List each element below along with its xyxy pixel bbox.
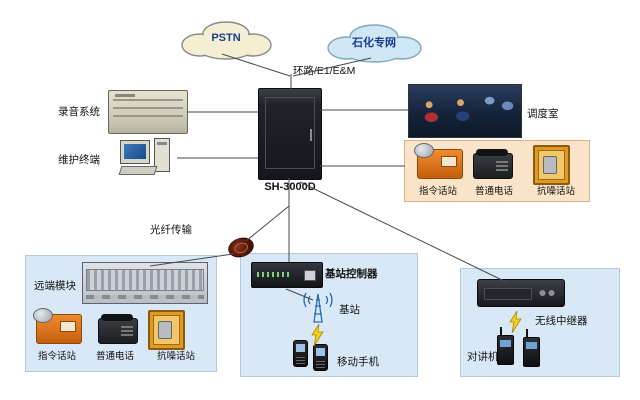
keyboard-icon: [118, 166, 158, 175]
station-label: 指令话站: [418, 186, 457, 197]
noiseproof-station-icon: [533, 145, 570, 185]
dispatch-room-photo: [408, 84, 522, 138]
pstn-cloud: PSTN: [176, 18, 276, 62]
petro-network-cloud-label: 石化专网: [352, 37, 396, 49]
recording-system-icon: [108, 90, 188, 134]
cloud-shape: [327, 24, 422, 63]
recording-system-label: 录音系统: [58, 106, 100, 118]
lightning-icon: [509, 311, 522, 333]
telephone-icon: [473, 149, 513, 179]
cloud-shape: [181, 21, 272, 60]
base-station-antenna-icon: [303, 292, 333, 323]
station-label: 普通电话: [474, 186, 513, 197]
pstn-cloud-label: PSTN: [211, 32, 241, 44]
mobile-phone-icon: [313, 344, 328, 371]
bs-controller-label: 基站控制器: [325, 268, 378, 280]
intercom-label: 对讲机: [467, 351, 499, 363]
remote-module-label: 远端模块: [34, 280, 76, 292]
telephone-icon: [98, 314, 138, 344]
bs-controller-icon: [251, 262, 323, 288]
maintenance-terminal-icon: [118, 138, 176, 182]
command-station-icon: [414, 143, 463, 179]
station-label: 普通电话: [95, 351, 134, 362]
tower-icon: [154, 138, 170, 172]
noiseproof-station-icon: [148, 310, 185, 350]
repeater-panel: 无线中继器 对讲机: [460, 268, 620, 377]
wireless-repeater-icon: [477, 279, 565, 307]
maintenance-terminal-label: 维护终端: [58, 154, 100, 166]
dispatch-stations-panel: 指令话站 普通电话 抗噪话站: [404, 140, 590, 202]
station-label: 抗噪话站: [536, 186, 575, 197]
station-label: 指令话站: [37, 351, 76, 362]
sh3000d-cabinet-icon: [258, 88, 322, 180]
base-station-panel: 基站控制器 基站 移动手机: [240, 253, 418, 377]
monitor-icon: [120, 140, 150, 164]
dispatch-room-label: 调度室: [527, 108, 559, 120]
walkie-talkie-icon: [523, 329, 540, 367]
remote-module-rack-icon: [82, 262, 208, 304]
command-station-icon: [33, 308, 82, 344]
remote-module-panel: 远端模块 指令话站 普通电话 抗噪话站: [25, 255, 217, 372]
mobile-phone-label: 移动手机: [337, 356, 379, 368]
mobile-phone-icon: [293, 340, 308, 367]
fiber-label: 光纤传输: [150, 224, 192, 236]
station-label: 抗噪话站: [156, 351, 195, 362]
petro-network-cloud: 石化专网: [322, 20, 426, 66]
walkie-talkie-icon: [497, 327, 514, 365]
wireless-repeater-label: 无线中继器: [535, 315, 588, 327]
lightning-icon: [311, 324, 324, 346]
base-station-label: 基站: [339, 304, 360, 316]
switch-model-label: SH-3000D: [264, 181, 316, 193]
